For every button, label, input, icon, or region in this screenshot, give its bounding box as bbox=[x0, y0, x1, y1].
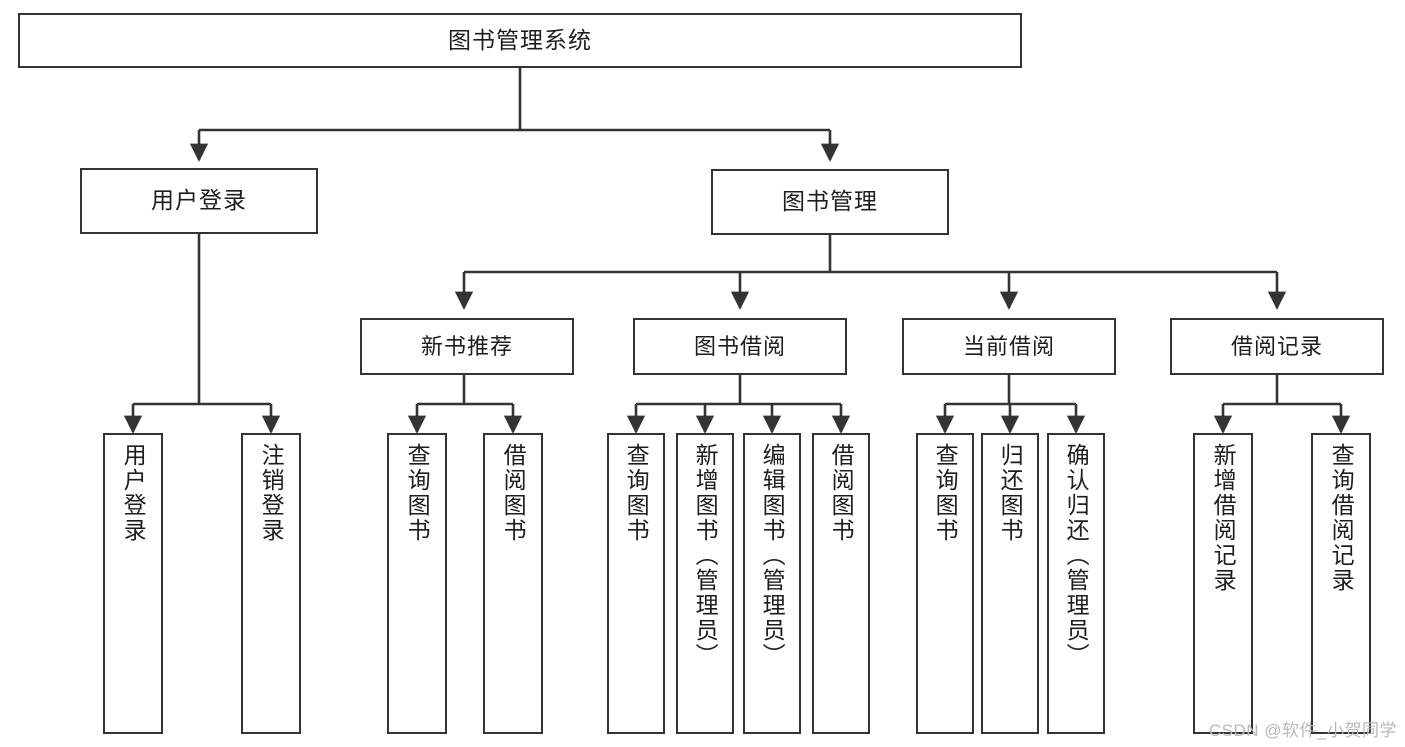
node-label: 图书借阅 bbox=[693, 333, 786, 359]
node-label: 查询图书 bbox=[932, 443, 959, 543]
leaf-return-book[interactable]: 归还图书 bbox=[981, 433, 1039, 734]
node-current-borrow[interactable]: 当前借阅 bbox=[902, 318, 1116, 375]
node-label: 归还图书 bbox=[997, 443, 1024, 543]
node-label: 新书推荐 bbox=[420, 333, 513, 359]
leaf-borrow-book-new[interactable]: 借阅图书 bbox=[483, 433, 543, 734]
leaf-query-borrow-record[interactable]: 查询借阅记录 bbox=[1311, 433, 1371, 734]
node-label: 借阅记录 bbox=[1230, 333, 1323, 359]
leaf-query-book-borrow[interactable]: 查询图书 bbox=[607, 433, 665, 734]
node-label: 注销登录 bbox=[258, 443, 285, 543]
leaf-logout[interactable]: 注销登录 bbox=[241, 433, 301, 734]
node-label: 用户登录 bbox=[151, 187, 247, 214]
node-label: 新增图书（管理员） bbox=[692, 443, 719, 668]
node-label: 查询图书 bbox=[623, 443, 650, 543]
node-label: 编辑图书（管理员） bbox=[759, 443, 786, 668]
node-label: 借阅图书 bbox=[828, 443, 855, 543]
node-label: 图书管理 bbox=[782, 188, 878, 215]
node-label: 当前借阅 bbox=[962, 333, 1055, 359]
leaf-add-book-admin[interactable]: 新增图书（管理员） bbox=[676, 433, 734, 734]
node-user-login[interactable]: 用户登录 bbox=[80, 168, 318, 234]
node-label: 确认归还（管理员） bbox=[1063, 443, 1090, 668]
node-label: 新增借阅记录 bbox=[1210, 443, 1237, 593]
node-label: 借阅图书 bbox=[500, 443, 527, 543]
leaf-borrow-book[interactable]: 借阅图书 bbox=[812, 433, 870, 734]
node-label: 用户登录 bbox=[120, 443, 147, 543]
node-label: 查询图书 bbox=[404, 443, 431, 543]
leaf-query-book-new[interactable]: 查询图书 bbox=[387, 433, 447, 734]
leaf-add-borrow-record[interactable]: 新增借阅记录 bbox=[1193, 433, 1253, 734]
leaf-user-login[interactable]: 用户登录 bbox=[103, 433, 163, 734]
leaf-confirm-return-admin[interactable]: 确认归还（管理员） bbox=[1047, 433, 1105, 734]
watermark-text: CSDN @软件_小贺同学 bbox=[1208, 721, 1397, 740]
node-new-book-recommend[interactable]: 新书推荐 bbox=[360, 318, 574, 375]
node-borrow-record[interactable]: 借阅记录 bbox=[1170, 318, 1384, 375]
leaf-query-book-current[interactable]: 查询图书 bbox=[916, 433, 974, 734]
node-root-system[interactable]: 图书管理系统 bbox=[18, 13, 1022, 68]
node-label: 图书管理系统 bbox=[448, 26, 592, 53]
node-label: 查询借阅记录 bbox=[1328, 443, 1355, 593]
node-book-management[interactable]: 图书管理 bbox=[711, 169, 949, 235]
node-book-borrow[interactable]: 图书借阅 bbox=[633, 318, 847, 375]
leaf-edit-book-admin[interactable]: 编辑图书（管理员） bbox=[743, 433, 801, 734]
